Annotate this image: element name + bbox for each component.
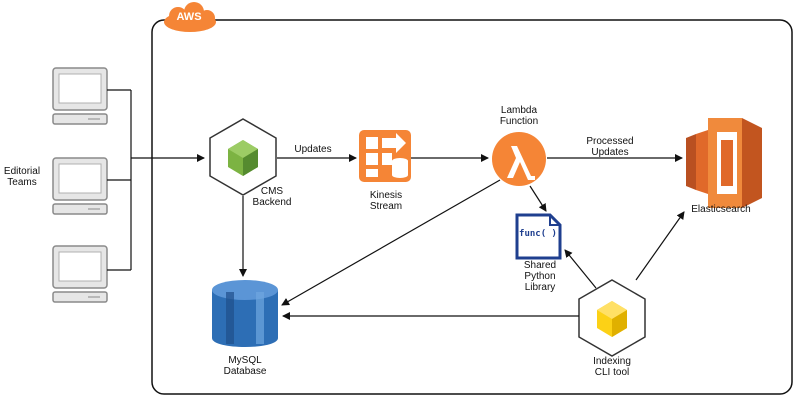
workstation-1-icon [52,67,108,125]
processed-updates-edge-label: Processed Updates [586,136,634,158]
shared-library-label: Shared Python Library [523,260,557,293]
edge-lambda-to-library [529,185,547,212]
shared-library-icon [515,213,562,260]
updates-edge-label: Updates [294,144,332,155]
indexing-cli-icon [578,279,646,357]
edge-cli-to-elasticsearch [635,211,685,281]
mysql-database-label: MySQL Database [223,355,267,377]
shared-library-func-text: func( ) [519,229,557,239]
elasticsearch-icon [686,118,762,208]
kinesis-stream-icon [359,130,411,182]
cms-backend-icon [209,118,277,196]
kinesis-stream-label: Kinesis Stream [369,190,403,212]
editorial-teams-label: Editorial Teams [3,166,41,188]
aws-boundary [151,19,793,395]
indexing-cli-label: Indexing CLI tool [593,356,631,378]
lambda-function-label: Lambda Function [499,105,539,127]
elasticsearch-label: Elasticsearch [691,204,751,215]
cms-backend-label: CMS Backend [252,186,292,208]
lambda-function-icon [492,132,546,186]
edge-cli-to-library [564,249,597,289]
aws-label: AWS [176,11,202,23]
workstation-3-icon [52,245,108,303]
workstations-to-cms-connector [107,89,205,271]
aws-cloud-icon [164,2,216,32]
workstation-2-icon [52,157,108,215]
mysql-database-icon [212,280,278,347]
edge-lambda-to-mysql [281,179,501,306]
